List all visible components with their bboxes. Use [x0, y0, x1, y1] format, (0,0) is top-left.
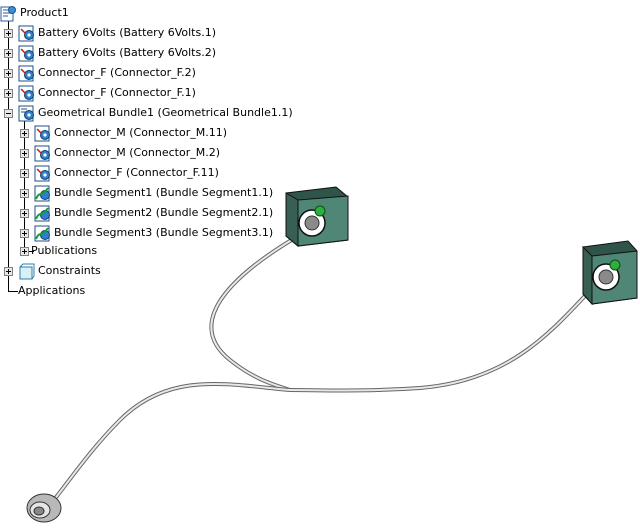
battery-6volts-2[interactable]	[582, 240, 638, 306]
tree-node-connector-m-11[interactable]: Connector_M (Connector_M.11)	[20, 124, 227, 142]
applications-branch-line	[8, 291, 18, 292]
specification-tree: Product1 Battery 6Volts (Battery 6Volts.…	[0, 0, 320, 300]
part-gear-icon	[34, 165, 50, 181]
tree-node-root[interactable]: Product1	[0, 4, 69, 22]
expand-toggle[interactable]	[20, 129, 29, 138]
expand-toggle[interactable]	[20, 209, 29, 218]
tree-node-connector-f-1[interactable]: Connector_F (Connector_F.1)	[4, 84, 196, 102]
bundle-branch-line	[24, 120, 25, 251]
tree-node-battery-1[interactable]: Battery 6Volts (Battery 6Volts.1)	[4, 24, 216, 42]
product-gear-icon	[18, 105, 34, 121]
part-gear-icon	[18, 45, 34, 61]
expand-toggle[interactable]	[20, 149, 29, 158]
tree-node-constraints[interactable]: Constraints	[4, 262, 101, 280]
bundle-segment-icon	[34, 205, 50, 221]
tree-node-geometrical-bundle[interactable]: Geometrical Bundle1 (Geometrical Bundle1…	[4, 104, 293, 122]
part-gear-icon	[18, 65, 34, 81]
expand-toggle[interactable]	[4, 69, 13, 78]
tree-trunk-line	[8, 20, 9, 291]
tree-node-label: Constraints	[38, 264, 101, 277]
part-gear-icon	[18, 85, 34, 101]
connector-f-11-3d[interactable]	[26, 493, 62, 523]
expand-toggle[interactable]	[20, 189, 29, 198]
part-gear-icon	[34, 145, 50, 161]
tree-node-label: Bundle Segment3 (Bundle Segment3.1)	[54, 226, 274, 239]
tree-node-applications[interactable]: Applications	[14, 282, 85, 300]
tree-node-label: Battery 6Volts (Battery 6Volts.1)	[38, 26, 216, 39]
expand-toggle[interactable]	[20, 247, 29, 256]
expand-toggle[interactable]	[4, 267, 13, 276]
tree-node-bundle-segment-3[interactable]: Bundle Segment3 (Bundle Segment3.1)	[20, 224, 273, 242]
expand-toggle[interactable]	[20, 229, 29, 238]
expand-toggle[interactable]	[20, 169, 29, 178]
tree-node-label: Applications	[18, 284, 86, 297]
tree-node-connector-f-2[interactable]: Connector_F (Connector_F.2)	[4, 64, 196, 82]
tree-node-label: Bundle Segment1 (Bundle Segment1.1)	[54, 186, 274, 199]
battery-6volts-1[interactable]	[285, 186, 349, 248]
tree-node-label: Bundle Segment2 (Bundle Segment2.1)	[54, 206, 274, 219]
constraints-icon	[19, 263, 35, 279]
publications-branch-line	[24, 251, 34, 252]
collapse-toggle[interactable]	[4, 109, 13, 118]
tree-node-label: Product1	[20, 6, 69, 19]
tree-node-label: Connector_F (Connector_F.11)	[54, 166, 219, 179]
expand-toggle[interactable]	[4, 89, 13, 98]
tree-node-label: Publications	[31, 244, 98, 257]
tree-node-connector-m-2[interactable]: Connector_M (Connector_M.2)	[20, 144, 220, 162]
tree-node-label: Connector_M (Connector_M.2)	[54, 146, 221, 159]
tree-node-label: Geometrical Bundle1 (Geometrical Bundle1…	[38, 106, 293, 119]
tree-node-label: Connector_M (Connector_M.11)	[54, 126, 228, 139]
bundle-segment-icon	[34, 225, 50, 241]
expand-toggle[interactable]	[4, 49, 13, 58]
tree-node-publications[interactable]: Publications	[20, 242, 97, 260]
tree-node-label: Battery 6Volts (Battery 6Volts.2)	[38, 46, 216, 59]
bundle-segment-icon	[34, 185, 50, 201]
bundle-segment-2-wire[interactable]	[289, 273, 607, 393]
part-gear-icon	[18, 25, 34, 41]
bundle-segments[interactable]	[48, 233, 607, 507]
product-icon	[0, 5, 16, 21]
bundle-segment-3-wire[interactable]	[48, 381, 291, 507]
expand-toggle[interactable]	[4, 29, 13, 38]
tree-node-bundle-segment-2[interactable]: Bundle Segment2 (Bundle Segment2.1)	[20, 204, 273, 222]
tree-node-label: Connector_F (Connector_F.1)	[38, 86, 196, 99]
part-gear-icon	[34, 125, 50, 141]
tree-node-label: Connector_F (Connector_F.2)	[38, 66, 196, 79]
tree-node-battery-2[interactable]: Battery 6Volts (Battery 6Volts.2)	[4, 44, 216, 62]
tree-node-connector-f-11[interactable]: Connector_F (Connector_F.11)	[20, 164, 219, 182]
tree-node-bundle-segment-1[interactable]: Bundle Segment1 (Bundle Segment1.1)	[20, 184, 273, 202]
